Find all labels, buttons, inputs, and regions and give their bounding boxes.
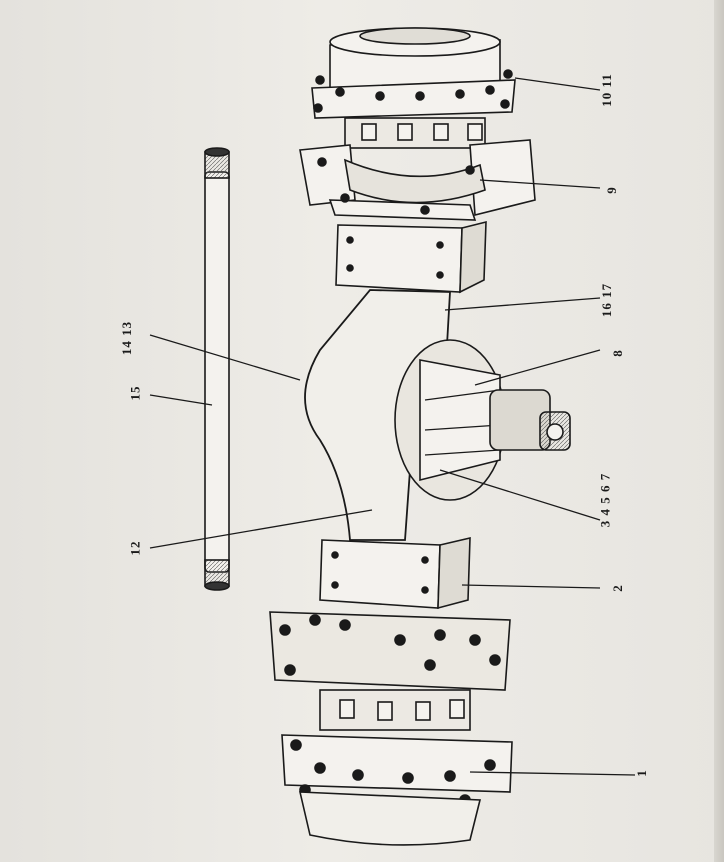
callout-1: 1 xyxy=(633,769,649,777)
lower-spring-seat xyxy=(319,536,471,610)
callout-12: 12 xyxy=(127,540,143,556)
top-brake-assembly xyxy=(299,139,536,221)
callout-10-11: 10 11 xyxy=(598,73,614,107)
callout-16-17: 16 17 xyxy=(599,282,615,318)
callout-9: 9 xyxy=(603,186,619,194)
callout-8: 8 xyxy=(609,349,625,357)
bottom-wheel-hub xyxy=(281,689,513,846)
callout-2: 2 xyxy=(609,584,625,592)
upper-spring-seat xyxy=(335,220,487,294)
callout-14-13: 14 13 xyxy=(119,320,135,356)
page-edge xyxy=(714,0,724,862)
lower-brake-assembly xyxy=(269,611,511,691)
differential-carrier xyxy=(394,339,571,501)
half-shaft xyxy=(204,147,230,591)
top-wheel-hub xyxy=(311,27,516,149)
callout-15: 15 xyxy=(127,385,143,401)
callout-3-4-5-6-7: 3 4 5 6 7 xyxy=(597,472,613,528)
leader-lines xyxy=(149,77,636,776)
